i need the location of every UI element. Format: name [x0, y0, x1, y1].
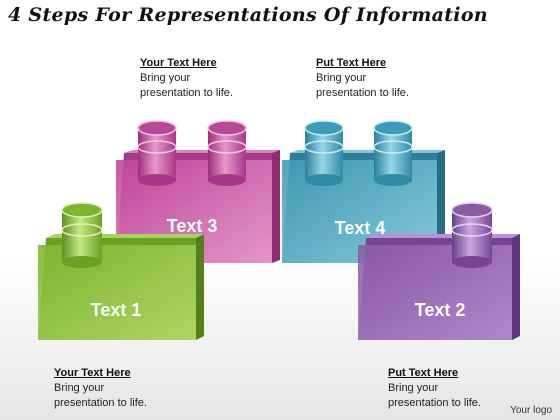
logo-text: Your logo	[510, 405, 552, 416]
note-body: presentation to life.	[316, 87, 409, 99]
note-heading: Put Text Here	[316, 57, 387, 69]
note-bottom-right: Put Text Here Bring your presentation to…	[388, 366, 481, 411]
block-3: Text 3	[116, 120, 280, 263]
note-body: Bring your	[388, 382, 439, 394]
page-title: 4 Steps For Representations Of Informati…	[8, 4, 488, 26]
block-2: Text 2	[358, 202, 520, 340]
note-body: presentation to life.	[54, 397, 147, 409]
note-body: Bring your	[316, 72, 367, 84]
block-3-label: Text 3	[167, 216, 218, 236]
block-1: Text 1	[38, 202, 204, 340]
block-4-label: Text 4	[335, 218, 386, 238]
block-4-stud	[304, 120, 344, 186]
block-4-stud	[373, 120, 413, 186]
block-1-stud	[61, 202, 103, 268]
note-heading: Put Text Here	[388, 367, 459, 379]
note-heading: Your Text Here	[140, 57, 217, 69]
note-body: presentation to life.	[140, 87, 233, 99]
note-body: presentation to life.	[388, 397, 481, 409]
note-top-right: Put Text Here Bring your presentation to…	[316, 56, 409, 101]
note-top-left: Your Text Here Bring your presentation t…	[140, 56, 233, 101]
block-2-label: Text 2	[415, 300, 466, 320]
note-bottom-left: Your Text Here Bring your presentation t…	[54, 366, 147, 411]
block-2-stud	[451, 202, 493, 268]
note-body: Bring your	[140, 72, 191, 84]
block-1-label: Text 1	[91, 300, 142, 320]
block-3-stud	[207, 120, 247, 186]
block-3-stud	[137, 120, 177, 186]
note-heading: Your Text Here	[54, 367, 131, 379]
note-body: Bring your	[54, 382, 105, 394]
